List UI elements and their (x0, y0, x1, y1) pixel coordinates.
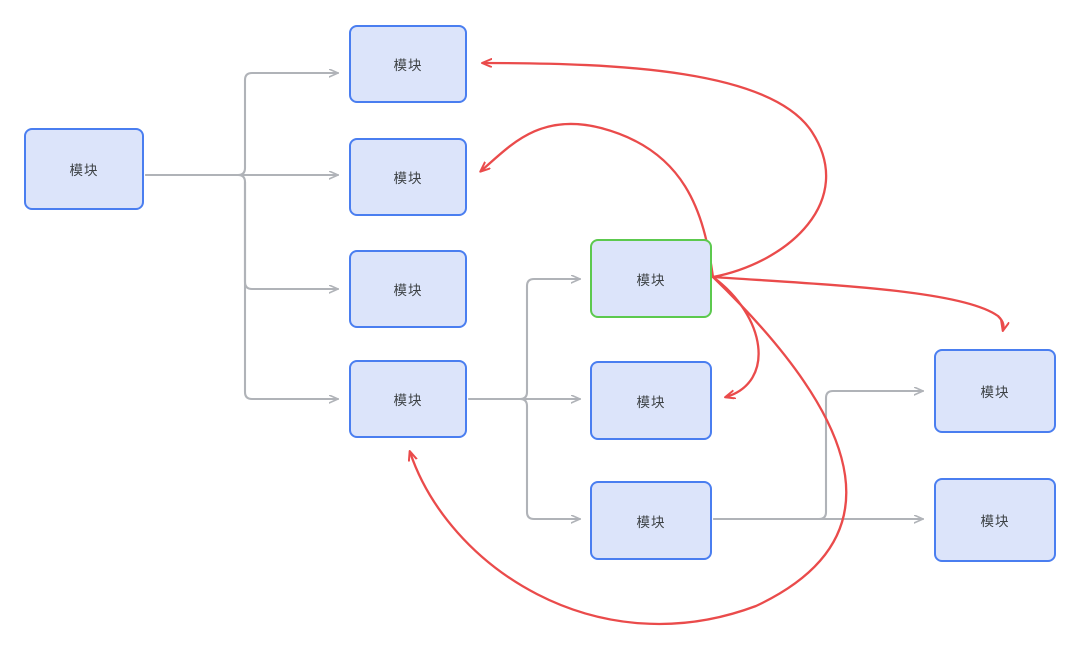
node-label: 模块 (980, 385, 1010, 400)
node-label: 模块 (393, 283, 423, 298)
node-n1[interactable]: 模块 (24, 128, 144, 210)
gray-edges (144, 73, 925, 521)
edge-n8-n9 (712, 391, 925, 521)
edge-n1-n2 (144, 73, 340, 177)
edge-n6-n7 (711, 275, 760, 397)
node-label: 模块 (636, 394, 666, 410)
node-label: 模块 (69, 163, 99, 178)
edge-n5-n8 (525, 404, 582, 519)
node-label: 模块 (980, 514, 1010, 529)
edge-branch-stem-1 (236, 173, 247, 184)
node-n2[interactable]: 模块 (349, 25, 467, 103)
node-label: 模块 (393, 393, 423, 408)
edge-n6-n9 (711, 275, 1003, 330)
edge-n6-n5 (410, 275, 848, 625)
node-label: 模块 (636, 272, 666, 288)
edge-n1-n4 (243, 180, 340, 289)
node-label: 模块 (636, 514, 666, 530)
node-n10[interactable]: 模块 (934, 478, 1056, 562)
edge-n1-n5 (243, 180, 340, 399)
node-n6[interactable]: 模块 (590, 239, 712, 318)
node-n9[interactable]: 模块 (934, 349, 1056, 433)
node-n4[interactable]: 模块 (349, 250, 467, 328)
node-label: 模块 (393, 171, 423, 186)
node-n7[interactable]: 模块 (590, 361, 712, 440)
edge-branch-stem-2 (518, 397, 529, 408)
node-n5[interactable]: 模块 (349, 360, 467, 438)
edge-n5-n6 (467, 279, 582, 401)
node-label: 模块 (393, 58, 423, 73)
node-n8[interactable]: 模块 (590, 481, 712, 560)
node-n3[interactable]: 模块 (349, 138, 467, 216)
